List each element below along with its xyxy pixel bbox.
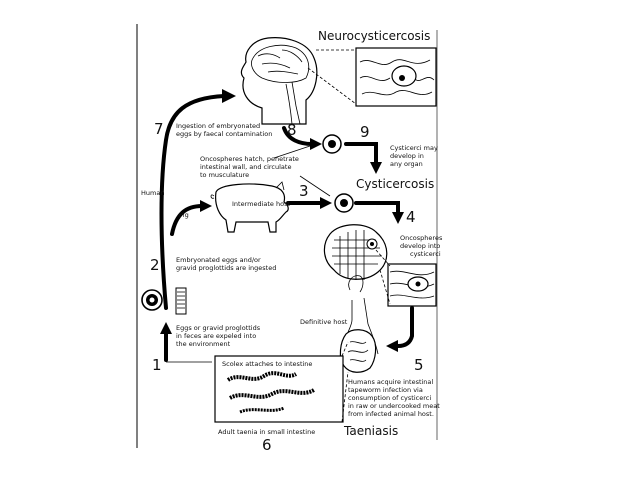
arrow-8 — [282, 126, 314, 146]
title-neurocysticercosis: Neurocysticercosis — [318, 29, 430, 43]
arrow-pig-branch — [170, 204, 204, 236]
label-intermediate-host: Intermediate host — [232, 200, 290, 208]
cyst-icon-upper — [322, 134, 342, 154]
arrow-4 — [354, 201, 400, 216]
step-number-7: 7 — [154, 120, 164, 138]
human-head-illustration — [240, 37, 318, 125]
step-number-8: 8 — [287, 121, 297, 139]
arrowhead-7 — [222, 89, 236, 103]
arrow-9 — [344, 142, 378, 166]
label-onco-develop-line1: Oncospheres — [400, 234, 443, 242]
arrow-onco-to-cyst-lower — [299, 175, 331, 197]
intestine-tapeworm-box: Scolex attaches to intestine — [214, 341, 349, 423]
label-scolex: Scolex attaches to intestine — [222, 360, 312, 368]
egg-icon — [141, 289, 163, 311]
arrowhead-3 — [320, 197, 332, 209]
step-number-3: 3 — [299, 182, 309, 200]
arrowhead-1 — [160, 322, 172, 334]
label-pig: Pig — [179, 211, 189, 219]
step-number-5: 5 — [414, 356, 424, 374]
label-embryonated-line2: gravid proglottids are ingested — [176, 264, 276, 272]
step-number-1: 1 — [152, 356, 162, 374]
label-adult-taenia: Adult taenia in small intestine — [218, 428, 315, 436]
label-eggs-line1: Eggs or gravid proglottids — [176, 324, 261, 332]
arrow-7-human-ingestion — [159, 94, 226, 310]
title-taeniasis: Taeniasis — [343, 424, 398, 438]
label-humans-line2: tapeworm infection via — [348, 386, 423, 394]
brain-cyst-magnified — [307, 47, 437, 107]
label-cysticerci-line2: develop in — [390, 152, 424, 160]
step-number-9: 9 — [360, 123, 370, 141]
label-ingestion-line1: Ingestion of embryonated — [176, 122, 260, 130]
arrowhead-5 — [386, 340, 398, 352]
label-humans-line3: consumption of cysticerci — [348, 394, 431, 402]
label-onco-line3: to musculature — [200, 171, 249, 179]
label-onco-line1: Oncospheres hatch, penetrate — [200, 155, 299, 163]
label-embryonated-line1: Embryonated eggs and/or — [176, 256, 261, 264]
label-onco-develop-line3: cysticerci — [410, 250, 441, 258]
label-definitive-host: Definitive host — [300, 318, 348, 326]
arrow-onco-to-cyst-upper — [273, 143, 317, 159]
muscle-illustration — [323, 224, 437, 307]
arrowhead-9 — [370, 162, 382, 174]
title-cysticercosis: Cysticercosis — [356, 177, 434, 191]
arrowhead-4 — [392, 212, 404, 224]
label-cysticerci-line1: Cysticerci may — [390, 144, 438, 152]
label-onco-line2: intestinal wall, and circulate — [200, 163, 291, 171]
step-number-6: 6 — [262, 436, 272, 454]
label-eggs-line3: the environment — [176, 340, 231, 348]
label-onco-develop-line2: develop into — [400, 242, 440, 250]
label-humans-line1: Humans acquire intestinal — [348, 378, 433, 386]
label-human: Human — [141, 189, 164, 197]
label-ingestion-line2: eggs by faecal contamination — [176, 130, 272, 138]
arrow-5 — [396, 306, 414, 348]
arrowhead-pig — [200, 200, 212, 212]
label-humans-line5: from infected animal host. — [348, 410, 434, 418]
label-cysticerci-line3: any organ — [390, 160, 423, 168]
step-number-4: 4 — [406, 208, 416, 226]
proglottid-icon — [175, 287, 187, 315]
label-eggs-line2: in feces are expeled into — [176, 332, 256, 340]
label-humans-line4: in raw or undercooked meat — [348, 402, 440, 410]
pig-illustration: Intermediate host — [210, 181, 290, 233]
cyst-icon-middle — [334, 193, 354, 213]
step-number-2: 2 — [150, 256, 160, 274]
